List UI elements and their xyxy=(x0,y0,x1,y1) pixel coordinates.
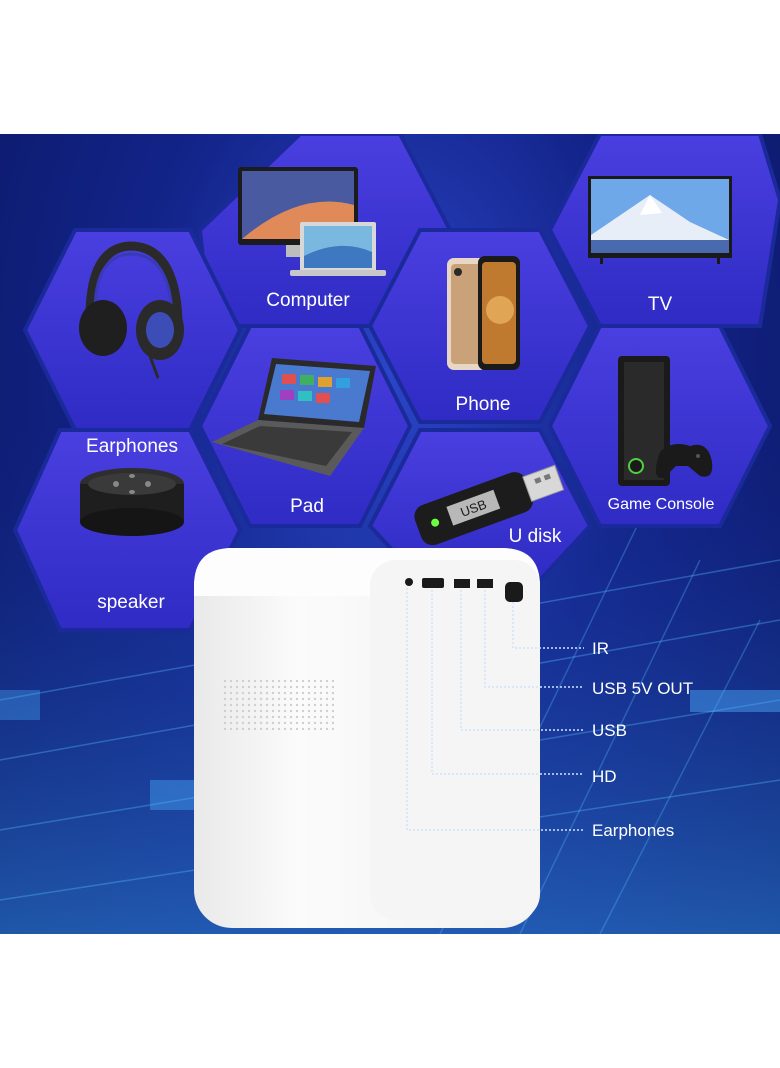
product-image-panel: Computer TV Earphones Phone xyxy=(0,134,780,934)
earphone-jack xyxy=(405,578,413,586)
port-label-ir: IR xyxy=(592,639,609,658)
port-label-hd: HD xyxy=(592,767,617,786)
hd-port xyxy=(422,578,444,588)
label-phone: Phone xyxy=(456,394,511,415)
tablet-icon xyxy=(212,358,376,476)
label-game-console: Game Console xyxy=(608,496,715,513)
port-label-earphones: Earphones xyxy=(592,821,674,840)
port-label-usb-5v-out: USB 5V OUT xyxy=(592,679,693,698)
port-label-usb: USB xyxy=(592,721,627,740)
callout-lines xyxy=(406,588,584,831)
game-console-icon xyxy=(618,356,713,486)
phone-icon xyxy=(447,256,520,370)
label-computer: Computer xyxy=(266,290,350,311)
speaker-grille xyxy=(220,680,334,730)
usb-port-1 xyxy=(454,579,470,588)
ir-sensor xyxy=(505,582,523,602)
label-pad: Pad xyxy=(290,496,324,517)
usb-drive-icon: USB xyxy=(414,464,565,546)
smart-speaker-icon xyxy=(80,468,184,536)
label-earphones-device: Earphones xyxy=(86,436,178,457)
connectivity-illustration: Computer TV Earphones Phone xyxy=(0,134,780,934)
computer-icon xyxy=(238,167,386,276)
label-u-disk: U disk xyxy=(509,526,562,547)
label-speaker: speaker xyxy=(97,592,165,613)
label-tv: TV xyxy=(648,294,673,315)
tv-icon xyxy=(588,176,732,264)
headphones-icon xyxy=(79,241,184,379)
projector-body xyxy=(194,548,540,928)
port-panel xyxy=(405,578,523,602)
usb-port-2 xyxy=(477,579,493,588)
